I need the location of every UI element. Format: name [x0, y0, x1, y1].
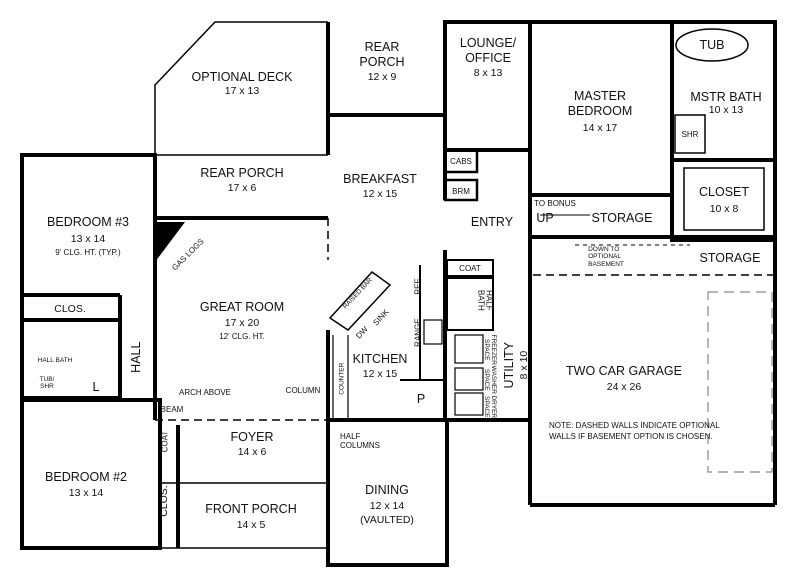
hall-label: HALL	[128, 341, 143, 373]
garage-note: NOTE: DASHED WALLS INDICATE OPTIONAL WAL…	[549, 420, 720, 442]
room-name: KITCHEN	[352, 352, 408, 366]
room-name: STORAGE	[591, 211, 653, 225]
room-size: 12 x 14	[369, 500, 405, 512]
room-name: FOYER	[230, 430, 274, 444]
room-size: 13 x 14	[68, 487, 104, 499]
room-name: MASTER	[573, 89, 627, 103]
room-name: FRONT PORCH	[205, 502, 297, 516]
freezer-line: FREEZER	[489, 334, 497, 365]
room-size: 24 x 26	[606, 381, 642, 393]
fireplace-icon	[155, 222, 185, 262]
stair-label: TO BONUS	[534, 199, 576, 208]
room-size: 17 x 20	[224, 317, 260, 329]
half-bath-line: BATH	[476, 290, 485, 311]
half-bath-line: HALF	[484, 290, 494, 311]
cabs-label: CABS	[450, 157, 472, 166]
freezer-space-label: FREEZER SPACE	[482, 334, 497, 365]
garage-note-line: NOTE: DASHED WALLS INDICATE OPTIONAL	[549, 421, 720, 430]
room-size: 8 x 13	[473, 67, 503, 79]
closet-label: CLOS.	[54, 303, 86, 315]
hall-bath-label: HALL BATH	[37, 357, 73, 364]
room-name: BEDROOM	[567, 104, 633, 118]
tub-label: TUB	[699, 38, 725, 52]
stair-up-label: UP	[536, 211, 554, 225]
tub-shower-line: TUB/	[39, 376, 55, 383]
pantry-label: P	[416, 392, 426, 406]
linen-label: L	[92, 380, 100, 394]
coat-closet-label: COAT	[459, 264, 481, 273]
dryer-line: DRYER	[489, 395, 497, 419]
room-name: UTILITY	[501, 341, 516, 389]
stair-label-line: DOWN TO	[588, 246, 620, 253]
beam-label: BEAM	[160, 405, 184, 414]
tub-shower-label: TUB/ SHR	[40, 376, 55, 391]
dryer-space-label: DRYER SPACE	[482, 395, 497, 419]
deck-outline	[154, 21, 328, 155]
room-size: 14 x 17	[582, 122, 618, 134]
closet-walls	[670, 158, 777, 242]
room-size: 17 x 13	[224, 85, 260, 97]
room-name: REAR PORCH	[200, 166, 284, 180]
stair-label: DOWN TO OPTIONAL BASEMENT	[588, 246, 624, 268]
tub-shower-line: SHR	[40, 383, 54, 391]
washer-space-label: WASHER SPACE	[482, 365, 497, 394]
room-name: DINING	[365, 483, 409, 497]
half-columns-line: COLUMNS	[339, 441, 381, 451]
room-name: CLOSET	[698, 185, 750, 199]
room-name: LOUNGE/	[459, 36, 517, 50]
room-note: 12' CLG. HT.	[219, 332, 265, 341]
room-name: OFFICE	[465, 51, 511, 65]
room-name: BEDROOM #2	[45, 470, 127, 484]
stair-label-line: OPTIONAL	[588, 253, 621, 261]
room-size: 12 x 15	[362, 368, 398, 380]
room-size: 13 x 14	[70, 233, 106, 245]
room-name: BEDROOM #3	[47, 215, 129, 229]
counter-label: COUNTER	[338, 362, 346, 395]
room-name: OPTIONAL DECK	[191, 70, 293, 84]
half-columns-line: HALF	[339, 432, 361, 441]
shower-label: SHR	[681, 130, 699, 139]
dryer-line: SPACE	[483, 396, 490, 418]
freezer-line: SPACE	[483, 339, 490, 361]
garage-note-line: WALLS IF BASEMENT OPTION IS CHOSEN.	[549, 432, 713, 442]
room-size: 17 x 6	[227, 182, 257, 194]
room-note: 9' CLG. HT. (TYP.)	[55, 248, 121, 257]
optional-garage-wall	[707, 291, 773, 473]
washer-line: WASHER	[489, 365, 497, 394]
half-columns-label: HALF COLUMNS	[340, 432, 380, 450]
room-name: GREAT ROOM	[199, 300, 285, 314]
room-size: 12 x 15	[362, 188, 398, 200]
stairs	[540, 214, 690, 246]
half-bath-label: HALF BATH	[476, 290, 493, 311]
room-name: PORCH	[359, 55, 405, 69]
room-size: 14 x 5	[236, 519, 266, 531]
washer-line: SPACE	[483, 369, 490, 391]
room-name: ENTRY	[470, 215, 514, 229]
closet-label: CLOS.	[157, 485, 170, 517]
room-name: TWO CAR GARAGE	[566, 364, 682, 378]
brm-label: BRM	[452, 187, 470, 196]
arch-above-label: ARCH ABOVE	[178, 388, 232, 397]
room-size: 10 x 8	[709, 203, 739, 215]
column-label: COLUMN	[285, 386, 321, 395]
range-label: RANGE	[413, 318, 423, 347]
room-name: REAR	[364, 40, 400, 54]
room-name: MSTR BATH	[690, 90, 762, 104]
room-name: STORAGE	[699, 251, 761, 265]
room-note: (VAULTED)	[360, 514, 414, 526]
room-size: 12 x 9	[367, 71, 397, 83]
room-size: 10 x 13	[708, 104, 744, 116]
refrigerator-label: REF	[413, 278, 423, 295]
room-size: 14 x 6	[237, 446, 267, 458]
stair-label-line: BASEMENT	[588, 260, 624, 268]
coat-closet-label: COAT	[160, 430, 170, 453]
room-name: BREAKFAST	[343, 172, 417, 186]
room-size: 8 x 10	[517, 350, 530, 380]
